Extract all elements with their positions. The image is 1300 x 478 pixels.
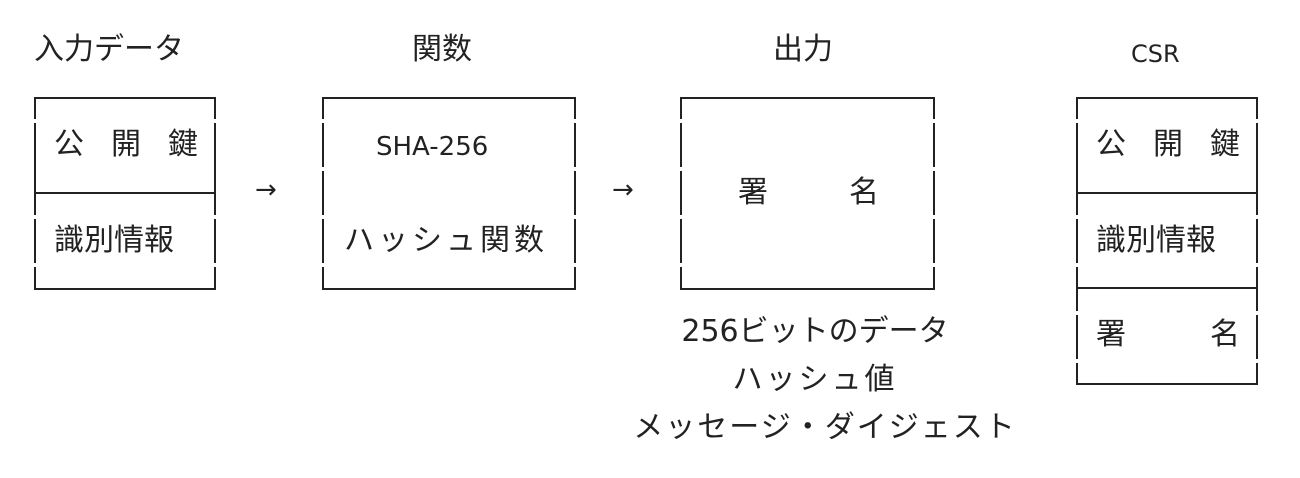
output-caption-bits: 256ビットのデータ	[681, 314, 949, 349]
csr-identity-info-label: 識別情報	[1096, 223, 1216, 258]
function-box: SHA-256 ハッシュ関数	[320, 97, 578, 290]
output-box: 署 名	[678, 97, 937, 290]
arrow-icon: →	[612, 175, 634, 205]
csr-public-key-label: 公 開 鍵	[1096, 127, 1240, 162]
box-divider	[1078, 192, 1256, 194]
input-data-title: 入力データ	[34, 32, 184, 67]
signature-label: 署 名	[738, 175, 879, 210]
sha256-label: SHA-256	[376, 132, 489, 162]
arrow-icon: →	[255, 175, 277, 205]
identity-info-label: 識別情報	[54, 223, 174, 258]
csr-box: 公 開 鍵 識別情報 署 名	[1074, 97, 1260, 385]
output-caption-digest: メッセージ・ダイジェスト	[633, 410, 1017, 445]
input-data-box: 公 開 鍵 識別情報	[32, 97, 218, 290]
output-caption-hash-value: ハッシュ値	[732, 362, 898, 397]
hash-function-label: ハッシュ関数	[344, 223, 548, 258]
public-key-label: 公 開 鍵	[54, 127, 198, 162]
csr-signature-label: 署 名	[1096, 317, 1240, 352]
box-divider	[1078, 287, 1256, 289]
box-divider	[36, 192, 214, 194]
function-title: 関数	[412, 32, 472, 67]
csr-title: CSR	[1131, 40, 1180, 68]
output-title: 出力	[773, 32, 833, 67]
